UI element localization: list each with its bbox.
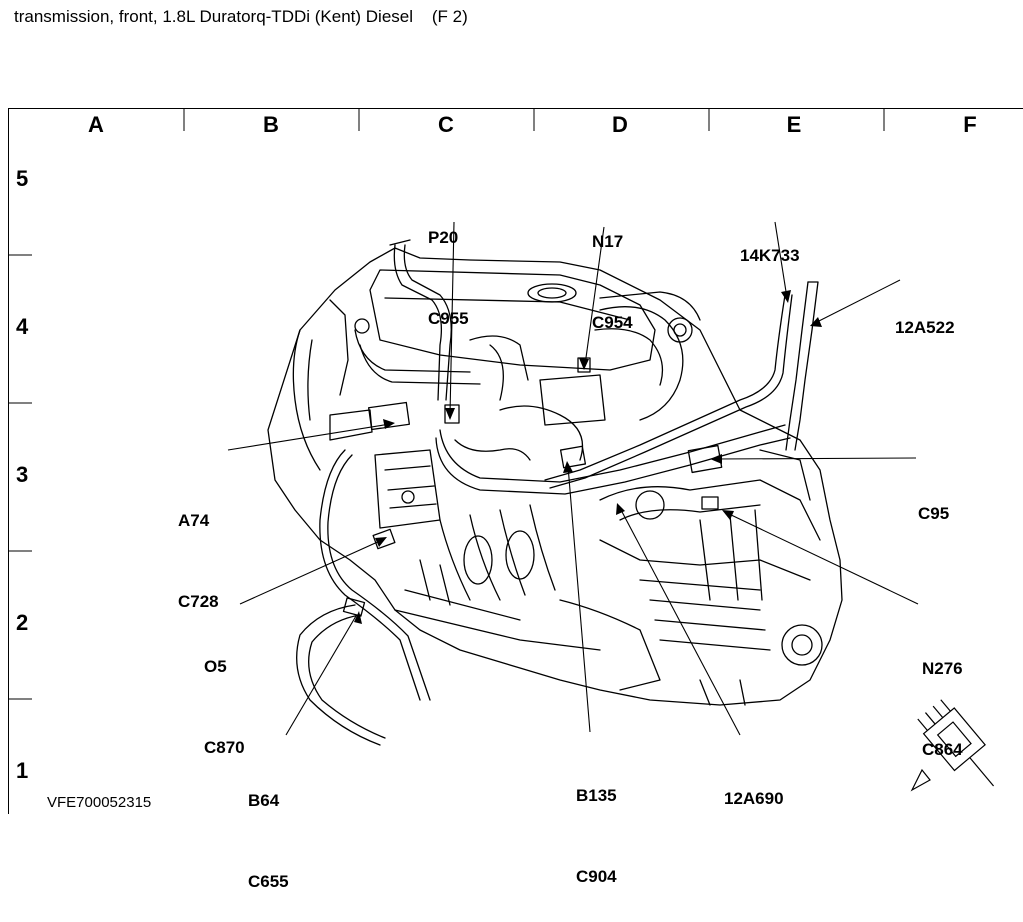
callout-n276-line1: N276 (922, 659, 963, 678)
grid-row-5: 5 (16, 166, 29, 191)
grid-column-c: C (438, 112, 454, 137)
callout-a74-line2: C728 (178, 592, 219, 611)
callout-o5-line1: O5 (204, 657, 227, 676)
grid-row-3: 3 (16, 462, 29, 487)
callout-a74-c728: A74 C728 (178, 453, 219, 642)
callout-14k733: 14K733 (740, 188, 800, 296)
grid-ticks (8, 108, 885, 700)
callout-p20-line2: C955 (428, 309, 469, 328)
callout-14k733-line1: 14K733 (740, 246, 800, 265)
connector-plug-icon (910, 699, 995, 792)
grid-column-a: A (88, 112, 104, 137)
callout-o5-c870: O5 C870 (204, 599, 245, 788)
page-title: transmission, front, 1.8L Duratorq-TDDi … (14, 7, 468, 26)
grid-row-2: 2 (16, 610, 29, 635)
callout-12a522: 12A522 (895, 260, 955, 368)
callout-12a522-line1: 12A522 (895, 318, 955, 337)
arrowheads (354, 290, 822, 624)
callout-n276-c864: N276 C864 (922, 601, 963, 790)
grid-row-4: 4 (16, 314, 29, 339)
callout-b135-line2: C904 (576, 867, 617, 886)
grid-frame (8, 108, 1023, 814)
callout-12a690-line1: 12A690 (724, 789, 784, 808)
callout-c95-line1: C95 (918, 504, 950, 523)
callout-b135-line1: B135 (576, 786, 617, 805)
callout-o5-line2: C870 (204, 738, 245, 757)
callout-n17-c954: N17 C954 (592, 174, 633, 363)
callout-b64-c655: B64 C655 (248, 733, 289, 922)
callout-b135-c904: B135 C904 (576, 728, 617, 917)
callout-p20-line1: P20 (428, 228, 459, 247)
engine-transmission-illustration (8, 108, 995, 792)
callout-b64-line2: C655 (248, 872, 289, 891)
callout-n17-line2: C954 (592, 313, 633, 332)
grid-row-1: 1 (16, 758, 29, 783)
callout-12a690: 12A690 (724, 731, 784, 839)
callout-p20-c955: P20 C955 (428, 170, 469, 359)
leader-lines (227, 221, 919, 736)
callout-c95: C95 (918, 446, 949, 554)
reference-code: VFE700052315 (47, 794, 152, 811)
grid-column-e: E (786, 112, 802, 137)
grid-column-d: D (612, 112, 628, 137)
callout-n17-line1: N17 (592, 232, 624, 251)
callout-n276-line2: C864 (922, 740, 963, 759)
grid-column-b: B (263, 112, 279, 137)
grid-column-f: F (963, 112, 977, 137)
callout-a74-line1: A74 (178, 511, 210, 530)
callout-b64-line1: B64 (248, 791, 280, 810)
